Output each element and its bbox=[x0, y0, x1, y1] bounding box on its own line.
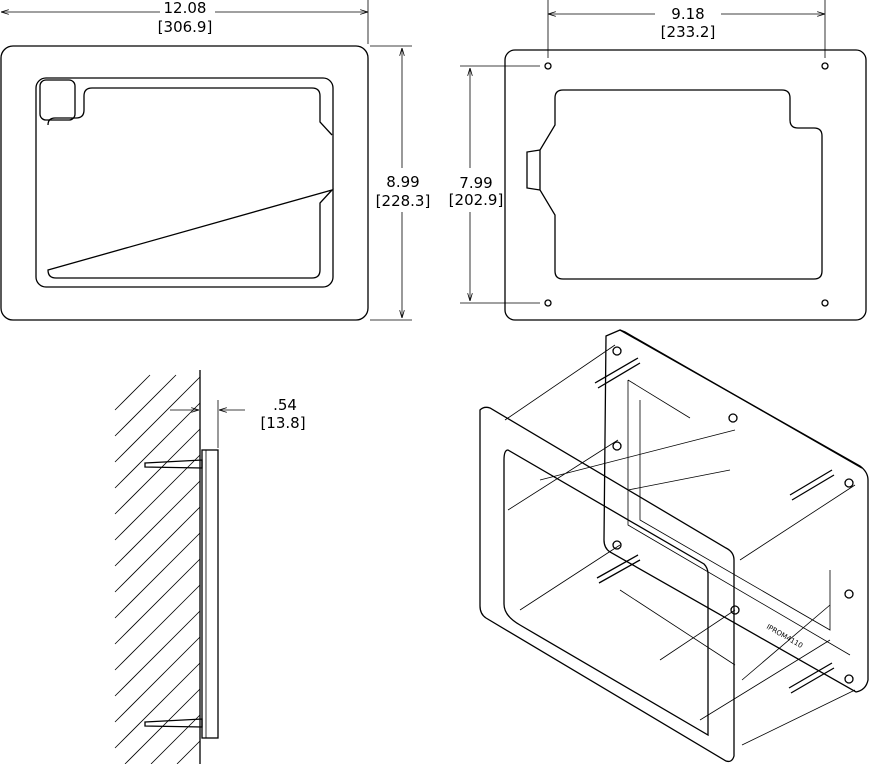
front-height-inches: 8.99 bbox=[386, 173, 419, 191]
screw-icons bbox=[594, 357, 835, 694]
hatch-line bbox=[114, 558, 201, 645]
hatch-line bbox=[114, 428, 201, 515]
hatch-line bbox=[176, 740, 201, 764]
isometric-view: IPROM4110 bbox=[479, 329, 869, 763]
hatch-line bbox=[114, 662, 201, 749]
side-depth-mm: [13.8] bbox=[260, 414, 305, 432]
hatch-line bbox=[114, 376, 201, 463]
side-depth-inches: .54 bbox=[273, 396, 297, 414]
back-hole-width-inches: 9.18 bbox=[671, 5, 704, 23]
hatch-line bbox=[114, 374, 151, 411]
front-width-mm: [306.9] bbox=[158, 18, 213, 36]
hatch-line bbox=[114, 636, 201, 723]
hatch-line bbox=[114, 480, 201, 567]
side-view bbox=[114, 370, 245, 764]
hatch-line bbox=[114, 402, 201, 489]
hatch-line bbox=[114, 454, 201, 541]
mounting-hole-icons bbox=[612, 346, 854, 684]
back-hole-height-mm: [202.9] bbox=[449, 191, 504, 209]
back-hole-height-inches: 7.99 bbox=[459, 174, 492, 192]
hatch-line bbox=[150, 714, 201, 764]
wall-hatch bbox=[114, 374, 201, 764]
part-label: IPROM4110 bbox=[765, 623, 804, 650]
hatch-line bbox=[114, 506, 201, 593]
front-width-inches: 12.08 bbox=[164, 0, 207, 17]
hatch-line bbox=[114, 610, 201, 697]
back-view bbox=[460, 0, 867, 321]
front-height-mm: [228.3] bbox=[376, 192, 431, 210]
hatch-line bbox=[114, 374, 177, 437]
hatch-line bbox=[114, 584, 201, 671]
front-view bbox=[0, 0, 412, 321]
hatch-line bbox=[114, 532, 201, 619]
back-hole-width-mm: [233.2] bbox=[661, 23, 716, 41]
